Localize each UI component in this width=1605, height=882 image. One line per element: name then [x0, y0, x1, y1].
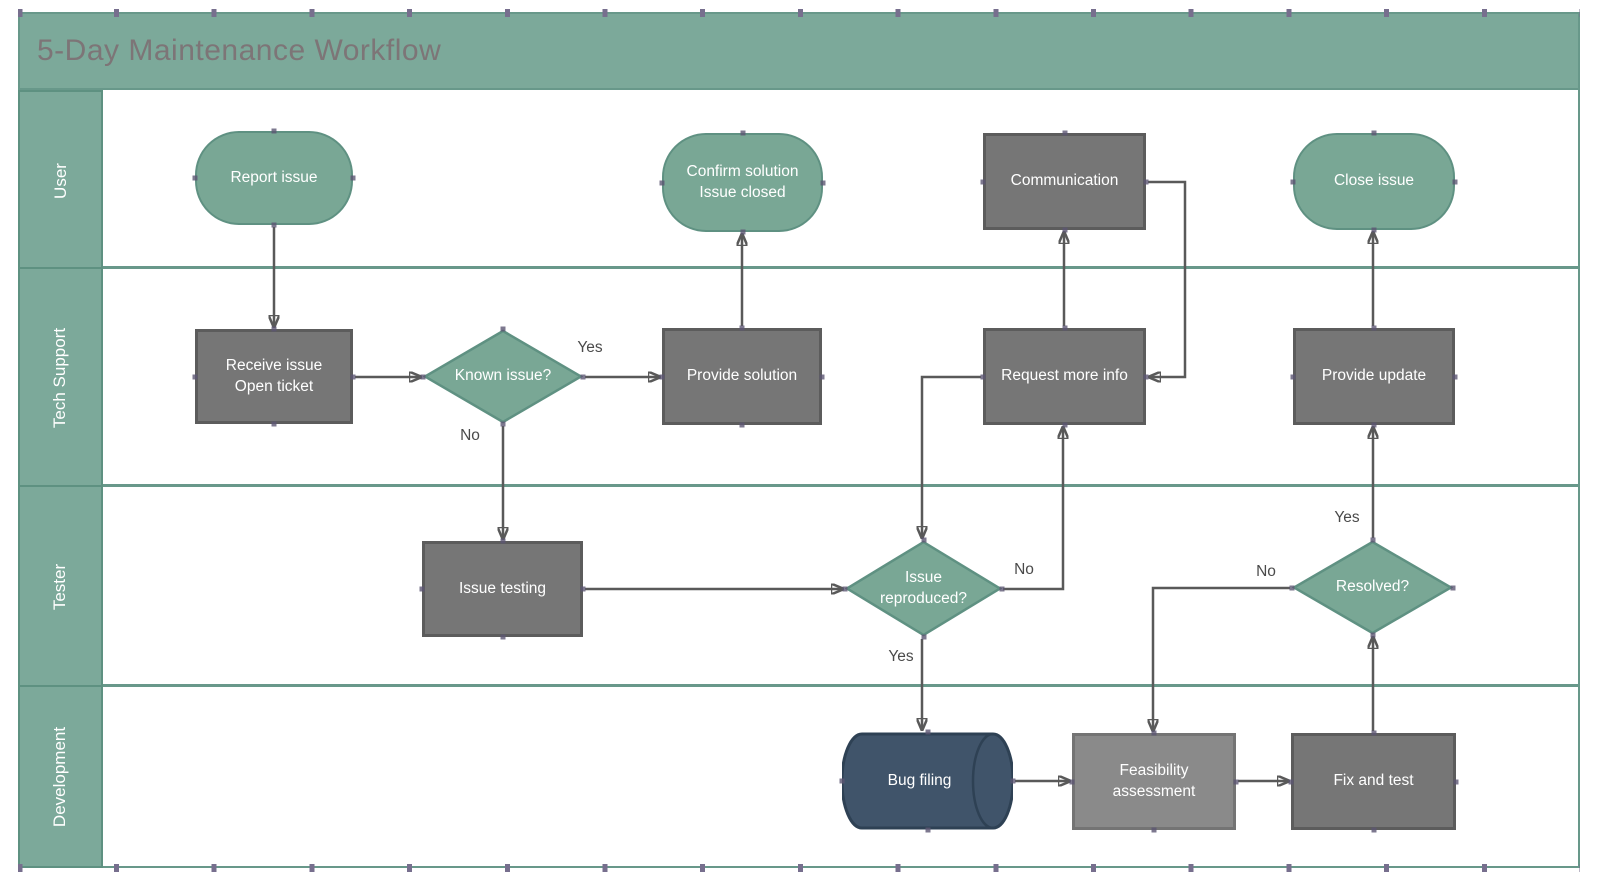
node-issue-testing-label: Issue testing [458, 579, 547, 597]
lane-divider-user-techsupport [103, 266, 1580, 269]
node-close-issue-label: Close issue [1333, 172, 1415, 190]
node-issue-reproduced-decision[interactable]: Issue reproduced? [845, 540, 1002, 637]
diagram-title: 5-Day Maintenance Workflow [37, 34, 442, 67]
cylinder-shape [842, 732, 1013, 830]
node-resolved-label: Resolved? [1335, 578, 1410, 596]
top-tick-marks [18, 9, 1580, 17]
bottom-tick-marks [18, 864, 1580, 872]
node-known-issue-label: Known issue? [454, 367, 552, 385]
lane-development[interactable]: Development [18, 685, 103, 868]
edge-request-info-to-reproduced[interactable] [922, 375, 981, 538]
lane-user[interactable]: User [18, 90, 103, 271]
edge-label-repro-no[interactable]: No [1014, 561, 1034, 578]
edge-label-resolved-no[interactable]: No [1256, 563, 1276, 580]
edge-label-resolved-yes[interactable]: Yes [1334, 509, 1360, 526]
node-communication-label: Communication [1010, 172, 1119, 190]
node-confirm-solution-line1: Confirm solution [686, 163, 799, 181]
node-issue-reproduced-line1: Issue [904, 569, 943, 587]
edge-reproduced-no-to-request-info[interactable] [1003, 427, 1063, 591]
node-fix-and-test[interactable]: Fix and test [1291, 733, 1456, 830]
node-report-issue[interactable]: Report issue [195, 131, 353, 225]
edge-label-repro-yes[interactable]: Yes [888, 648, 914, 665]
node-report-issue-label: Report issue [230, 168, 318, 186]
node-request-more-info-label: Request more info [1001, 367, 1128, 385]
node-known-issue-decision[interactable]: Known issue? [423, 329, 583, 424]
edge-label-known-no[interactable]: No [460, 427, 480, 444]
edge-label-known-yes[interactable]: Yes [577, 339, 603, 356]
node-receive-issue-line1: Receive issue [225, 357, 323, 375]
node-communication[interactable]: Communication [983, 133, 1146, 230]
edge-resolved-no-to-feasibility[interactable] [1153, 586, 1290, 731]
node-feasibility-line2: assessment [1112, 782, 1196, 800]
node-provide-solution-label: Provide solution [686, 367, 798, 385]
lane-tester[interactable]: Tester [18, 485, 103, 689]
node-provide-update-label: Provide update [1321, 367, 1427, 385]
lane-divider-tester-development [103, 684, 1580, 687]
node-issue-testing[interactable]: Issue testing [422, 541, 583, 637]
node-fix-and-test-label: Fix and test [1333, 772, 1414, 790]
lane-divider-techsupport-tester [103, 484, 1580, 487]
node-confirm-solution-line2: Issue closed [699, 183, 786, 201]
node-provide-update[interactable]: Provide update [1293, 328, 1455, 425]
node-issue-reproduced-line2: reproduced? [879, 589, 968, 607]
edge-communication-to-request-info[interactable] [1148, 180, 1187, 377]
node-bug-filing-label: Bug filing [887, 771, 952, 789]
diagram-title-bar[interactable]: 5-Day Maintenance Workflow [18, 12, 1580, 90]
node-resolved-decision[interactable]: Resolved? [1292, 540, 1453, 635]
lane-tech-support[interactable]: Tech Support [18, 267, 103, 489]
node-receive-issue-line2: Open ticket [234, 377, 314, 395]
node-provide-solution[interactable]: Provide solution [662, 328, 822, 425]
node-feasibility-line1: Feasibility [1119, 762, 1189, 780]
node-request-more-info[interactable]: Request more info [983, 328, 1146, 425]
node-feasibility-assessment[interactable]: Feasibility assessment [1072, 733, 1236, 830]
node-close-issue[interactable]: Close issue [1293, 133, 1455, 230]
node-bug-filing[interactable]: Bug filing [842, 732, 1013, 830]
